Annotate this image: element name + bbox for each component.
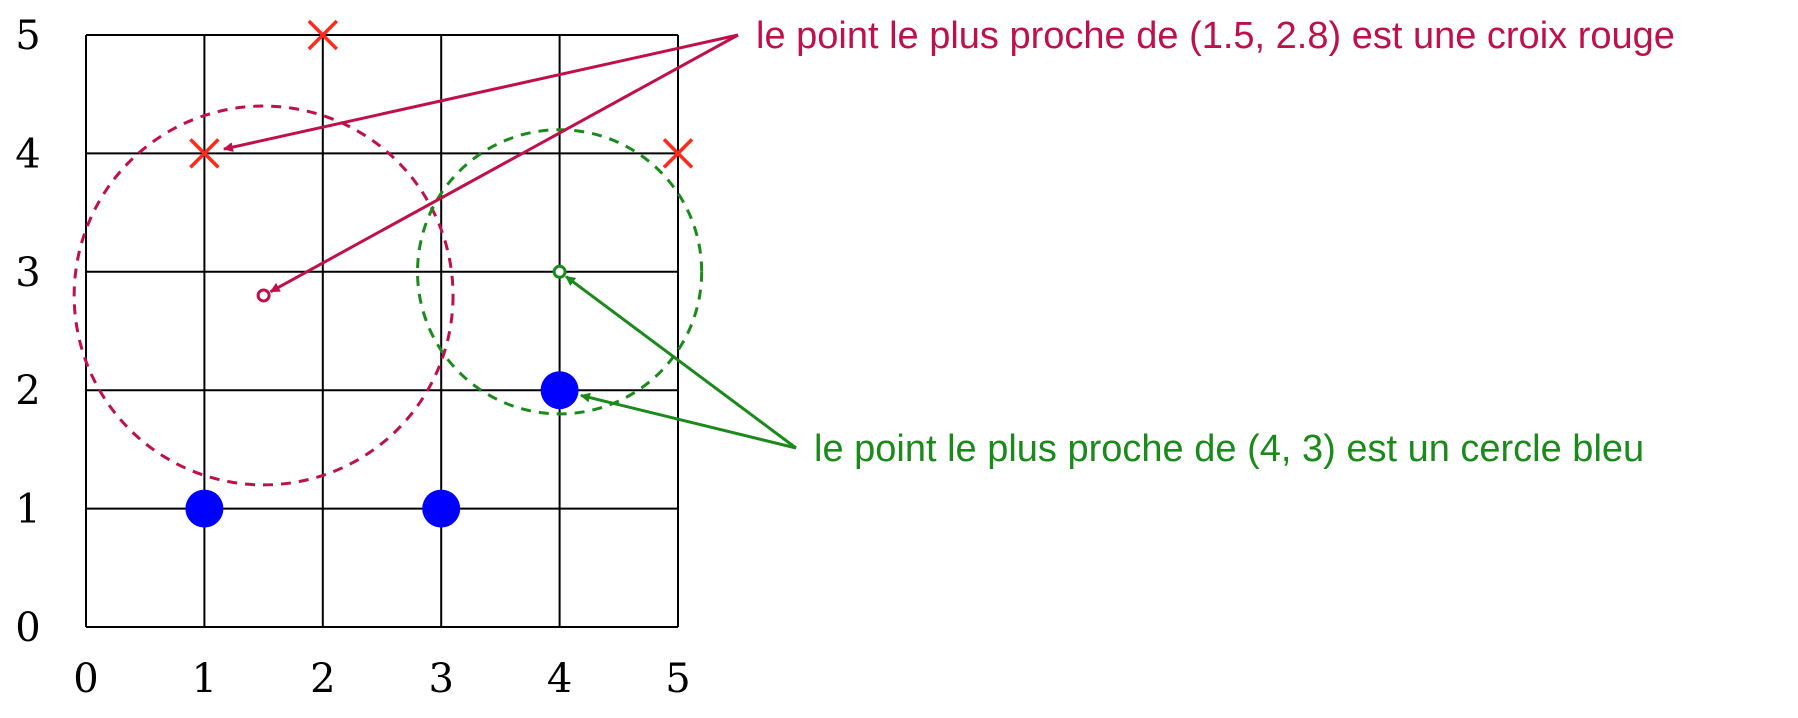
y-tick-label: 1 [15,487,40,533]
x-tick-label: 1 [192,656,217,702]
cross-stroke [189,138,220,169]
y-tick-label: 3 [15,250,40,296]
y-tick-label: 0 [15,605,40,651]
annotation-arrows [222,33,797,450]
search-circle-green [416,128,704,416]
red-cross-marker [662,138,694,169]
x-tick-label: 2 [310,656,335,702]
search-circle-red [72,104,455,487]
x-tick-label: 4 [547,656,572,702]
red-cross-marker [189,138,220,169]
data-markers [185,19,694,528]
annotation-label-green: le point le plus proche de (4, 3) est un… [814,428,1644,470]
arrow-to-nearest-red [222,33,739,152]
red-cross-marker [307,19,339,51]
blue-circle-marker [422,489,461,528]
x-tick-label: 0 [73,656,98,702]
annotation-labels: le point le plus proche de (1.5, 2.8) es… [756,15,1675,470]
query-point-red [256,288,271,303]
x-tick-label: 5 [665,656,690,702]
arrow-to-query-green [565,275,797,450]
arrow-to-query-red [269,33,739,293]
annotation-label-red: le point le plus proche de (1.5, 2.8) es… [756,15,1675,57]
x-tick-label: 3 [428,656,453,702]
y-tick-label: 5 [15,13,40,59]
query-point-green [552,264,567,279]
cross-stroke [307,19,339,51]
axis-ticks: 0 1 2 3 4 5 0 1 2 3 4 5 [15,13,690,702]
cross-stroke [662,138,694,169]
arrow-to-nearest-green [579,392,797,450]
blue-circle-marker [540,371,579,410]
blue-circle-marker [185,489,224,528]
search-circles [72,104,704,487]
y-tick-label: 2 [15,368,40,414]
grid [85,34,679,628]
y-tick-label: 4 [15,131,40,177]
